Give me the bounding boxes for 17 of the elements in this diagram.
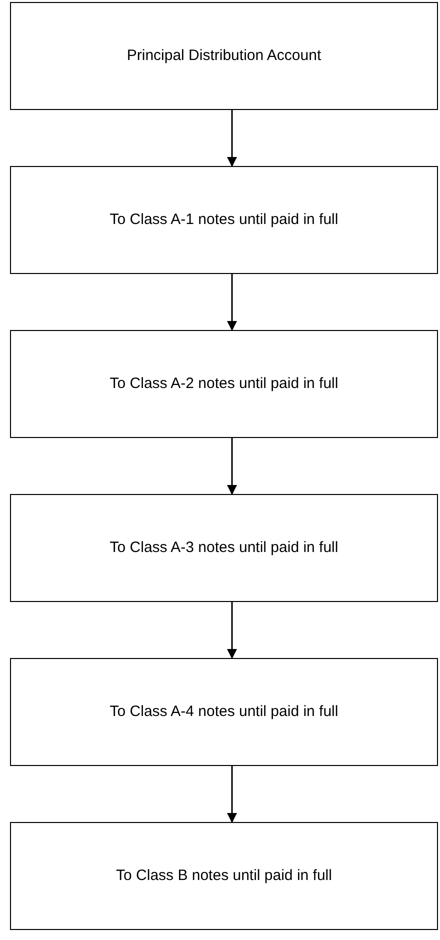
process-box	[10, 822, 438, 930]
arrow	[227, 602, 237, 659]
box-label: To Class A-3 notes until paid in full	[110, 538, 338, 558]
box-label: Principal Distribution Account	[126, 46, 322, 66]
box-label: To Class B notes until paid in full	[116, 866, 332, 886]
box-label: To Class A-1 notes until paid in full	[110, 210, 338, 230]
box-label: To Class A-4 notes until paid in full	[110, 702, 338, 722]
arrow	[227, 766, 237, 823]
arrow	[227, 274, 237, 331]
box-label: To Class A-2 notes until paid in full	[110, 374, 338, 394]
arrow	[227, 110, 237, 167]
process-box	[10, 166, 438, 274]
arrow	[227, 438, 237, 495]
process-box	[10, 330, 438, 438]
process-box	[10, 2, 438, 110]
process-box	[10, 658, 438, 766]
process-box	[10, 494, 438, 602]
